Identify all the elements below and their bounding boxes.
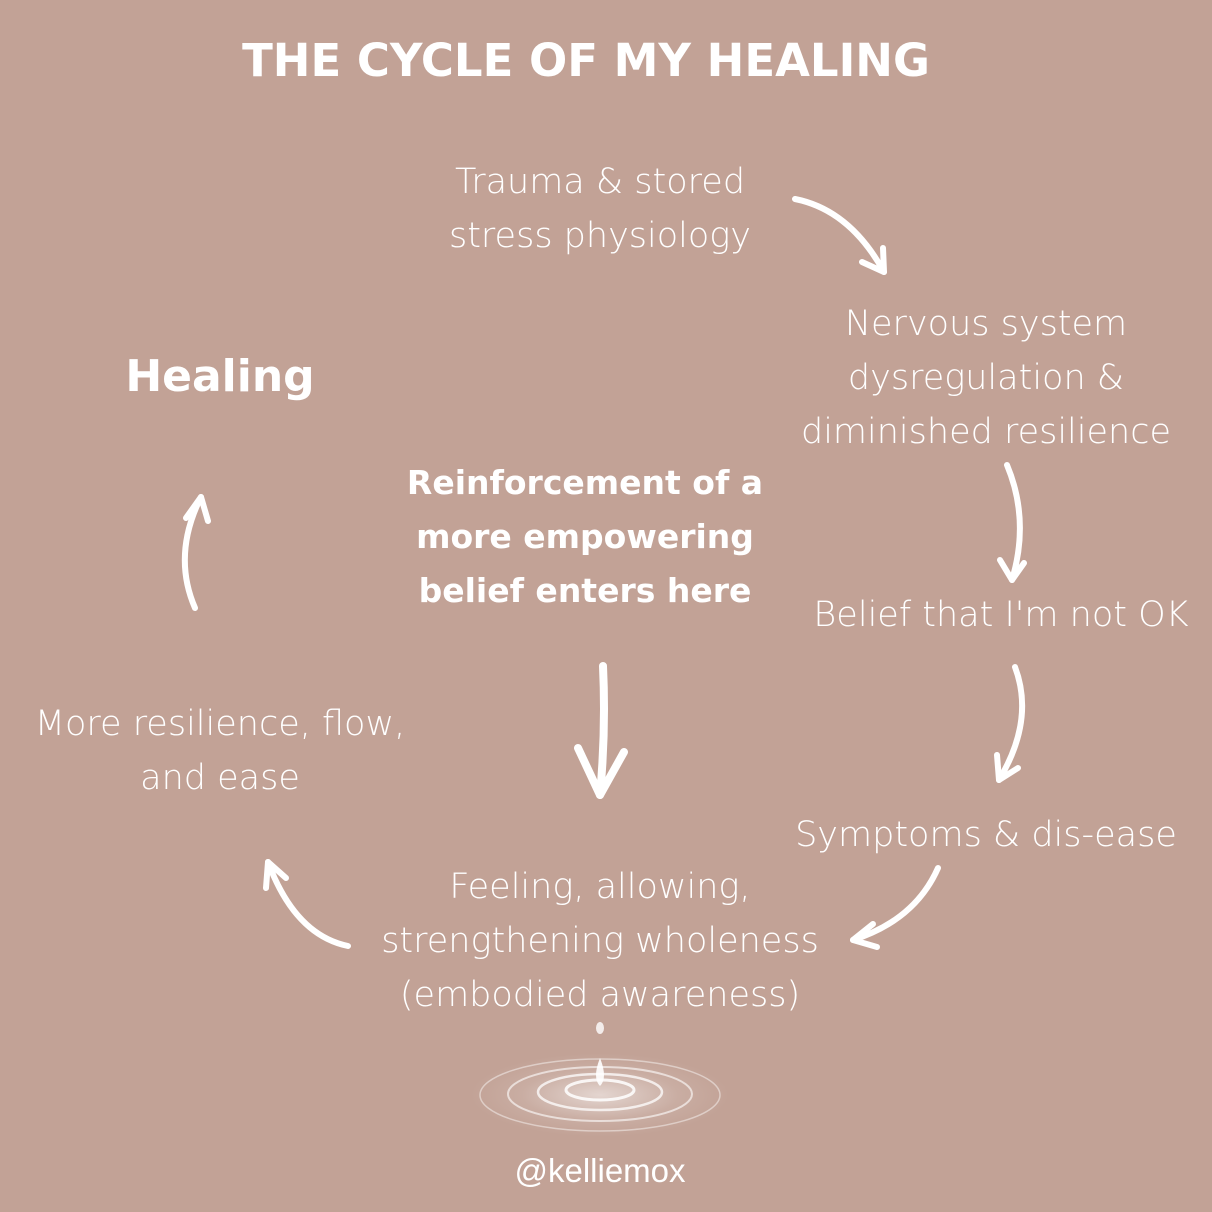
arrow-nervous-to-belief-icon [997, 462, 1027, 583]
node-trauma: Trauma & stored stress physiology [448, 162, 752, 256]
arrow-resilience-to-healing-icon [181, 494, 211, 611]
author-handle: @kelliemox [514, 1152, 686, 1189]
node-nervous-system: Nervous system dysregulation & diminishe… [800, 304, 1171, 452]
page-title: THE CYCLE OF MY HEALING [242, 34, 930, 87]
node-belief: Belief that I'm not OK [813, 595, 1189, 635]
node-reinforcement: Reinforcement of a more empowering belie… [406, 463, 764, 610]
arrow-feeling-to-resilience-icon [263, 859, 351, 949]
node-feeling: Feeling, allowing, strengthening wholene… [381, 867, 819, 1015]
arrow-reinforcement-down-icon [574, 662, 628, 799]
water-droplet-icon [470, 1022, 730, 1137]
node-resilience: More resilience, flow, and ease [34, 704, 406, 798]
node-healing: Healing [125, 351, 315, 402]
node-symptoms: Symptoms & dis-ease [795, 815, 1177, 855]
arrow-belief-to-symptoms-icon [994, 664, 1026, 783]
arrow-trauma-to-nervous-icon [792, 196, 887, 275]
arrow-symptoms-to-feeling-icon [850, 865, 941, 950]
